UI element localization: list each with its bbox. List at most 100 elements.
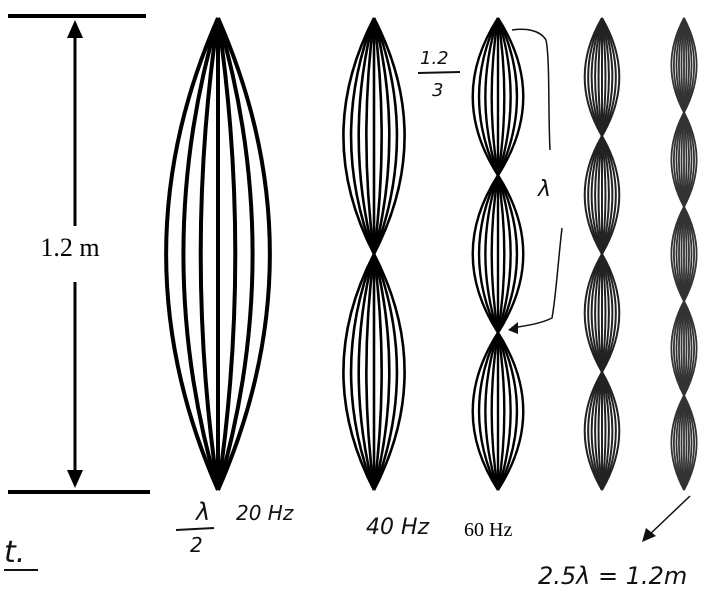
wave-line <box>365 253 376 491</box>
wave-line <box>678 301 685 396</box>
wave-line <box>471 174 500 334</box>
wave-line <box>477 332 500 491</box>
wave-line <box>583 135 603 255</box>
wave-line <box>365 17 376 255</box>
hand-fraction-bar <box>417 71 461 74</box>
wave-line <box>372 253 391 491</box>
wave-line <box>601 371 617 491</box>
wave-line <box>342 17 376 255</box>
wave-line <box>477 174 500 334</box>
wave-line <box>583 253 603 373</box>
equation-arrow-icon <box>642 528 656 542</box>
wave-line <box>372 17 383 255</box>
equation-arrow-line <box>647 495 691 537</box>
wave-line <box>349 17 376 255</box>
wave-line <box>680 395 685 491</box>
wave-line <box>372 17 399 255</box>
wave-line <box>683 17 698 113</box>
wave-line <box>594 253 603 373</box>
wave-line <box>342 253 376 491</box>
wave-line <box>601 135 617 255</box>
wave-mode-third-harmonic <box>471 17 525 491</box>
arrow-down-icon <box>67 470 83 488</box>
wave-line <box>601 17 617 137</box>
wave-line <box>587 253 603 373</box>
fraction-bar <box>175 527 215 531</box>
wave-line <box>484 332 500 491</box>
wave-line <box>601 253 614 373</box>
wave-line <box>496 17 519 176</box>
wave-line <box>601 371 607 491</box>
hand-equation: 2.5λ = 1.2m <box>538 562 687 590</box>
wave-line <box>496 332 519 491</box>
wave-line <box>372 17 391 255</box>
wave-line <box>496 17 525 176</box>
wave-line <box>587 17 603 137</box>
wave-line <box>496 332 525 491</box>
length-dimension: 1.2 m <box>8 14 150 494</box>
hand-lambda: λ <box>194 498 210 526</box>
wave-line <box>490 332 500 491</box>
wave-line <box>216 17 255 491</box>
wave-line <box>216 17 238 491</box>
hand-corner-text: t. <box>4 535 25 570</box>
wave-line <box>601 371 610 491</box>
wave-line <box>372 17 406 255</box>
wave-mode-fundamental <box>164 17 272 491</box>
hand-40hz: 40 Hz <box>366 515 430 540</box>
wave-line <box>496 17 506 176</box>
wave-line <box>601 17 614 137</box>
wave-line <box>680 112 685 207</box>
wave-line <box>198 17 220 491</box>
bracket-lower <box>511 227 563 329</box>
wave-line <box>471 17 500 176</box>
wave-line <box>496 174 519 334</box>
wave-line <box>594 371 603 491</box>
length-label: 1.2 m <box>40 233 99 262</box>
wave-line <box>678 17 685 113</box>
wave-line <box>594 17 603 137</box>
wave-line <box>601 135 614 255</box>
wave-line <box>601 253 610 373</box>
wave-line <box>372 253 399 491</box>
wave-line <box>349 253 376 491</box>
wave-line <box>357 17 376 255</box>
wave-line <box>601 17 621 137</box>
wave-line <box>683 111 698 208</box>
wave-line <box>357 253 376 491</box>
wave-line <box>683 395 698 491</box>
wave-line <box>680 301 685 396</box>
wave-line <box>496 332 506 491</box>
wave-mode-fourth-harmonic <box>583 17 621 491</box>
wave-line <box>597 17 603 137</box>
wave-line <box>594 135 603 255</box>
wave-line <box>597 371 603 491</box>
wave-line <box>683 206 698 302</box>
wave-line <box>601 135 610 255</box>
wave-line <box>678 206 685 302</box>
wave-line <box>601 253 617 373</box>
wave-line <box>372 253 406 491</box>
bracket-arrow-icon <box>508 322 518 334</box>
wave-line <box>590 135 603 255</box>
wave-line <box>590 17 603 137</box>
wave-line <box>583 371 603 491</box>
wave-line <box>496 332 512 491</box>
wave-line <box>496 174 512 334</box>
hand-20hz: 20 Hz <box>236 501 294 525</box>
wave-line <box>601 253 621 373</box>
wave-line <box>484 17 500 176</box>
wave-line <box>484 174 500 334</box>
printed-60hz: 60 Hz <box>464 519 512 541</box>
wave-line <box>601 135 621 255</box>
wave-line <box>601 253 607 373</box>
wave-mode-second-harmonic <box>342 17 406 491</box>
wave-line <box>680 206 685 302</box>
wave-line <box>597 253 603 373</box>
wave-line <box>490 17 500 176</box>
wave-line <box>590 371 603 491</box>
wave-line <box>181 17 220 491</box>
hand-fraction-num: 1.2 <box>420 48 449 69</box>
wave-line <box>590 253 603 373</box>
